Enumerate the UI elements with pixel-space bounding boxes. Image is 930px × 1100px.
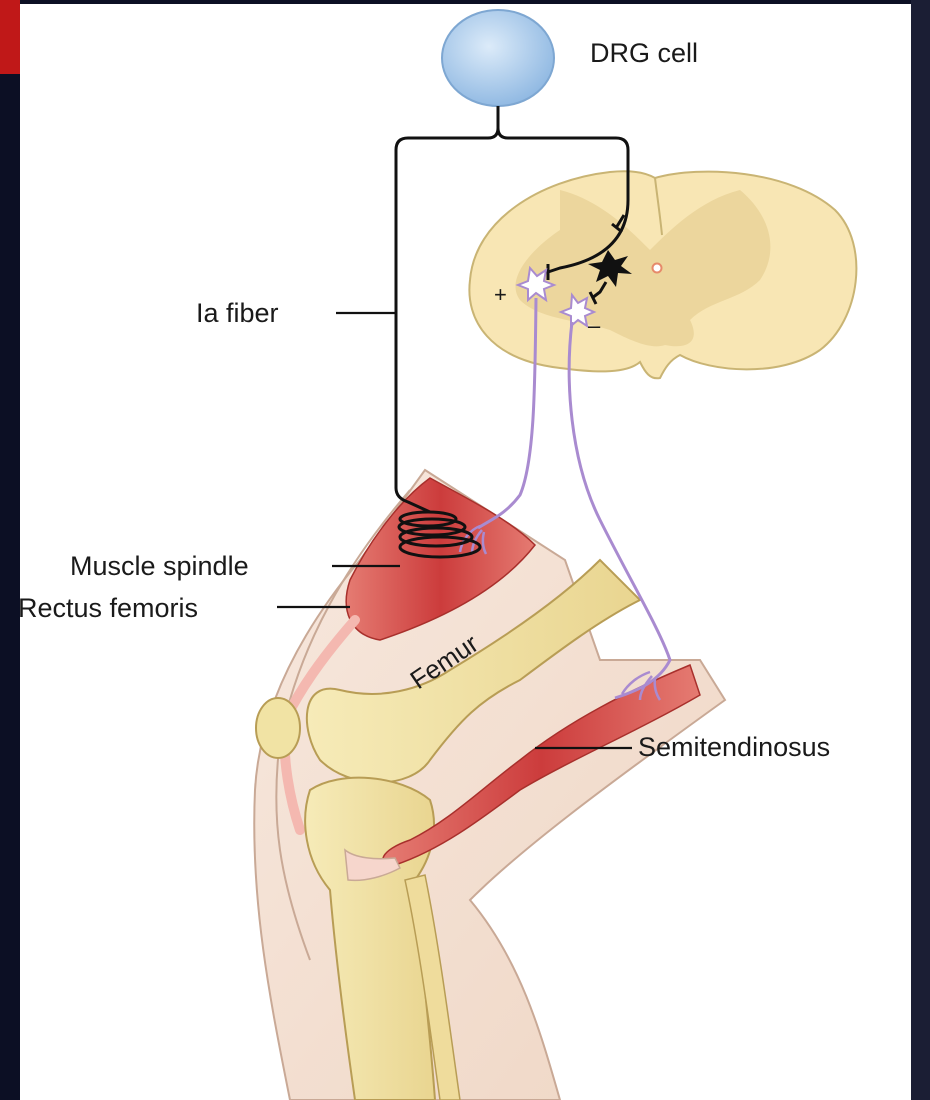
excitatory-sign: + xyxy=(494,282,507,307)
label-drg-cell: DRG cell xyxy=(590,38,698,68)
inhibitory-sign: – xyxy=(588,313,601,338)
label-rectus-femoris: Rectus femoris xyxy=(18,593,198,623)
label-semitendinosus: Semitendinosus xyxy=(638,732,830,762)
patella-bone xyxy=(256,698,300,758)
right-edge-strip xyxy=(911,0,930,1100)
drg-cell-body xyxy=(442,10,554,106)
spinal-cord-cross-section xyxy=(469,171,856,378)
corner-accent xyxy=(0,0,20,74)
label-muscle-spindle: Muscle spindle xyxy=(70,551,249,581)
central-canal xyxy=(653,264,662,273)
label-ia-fiber: Ia fiber xyxy=(196,298,279,328)
